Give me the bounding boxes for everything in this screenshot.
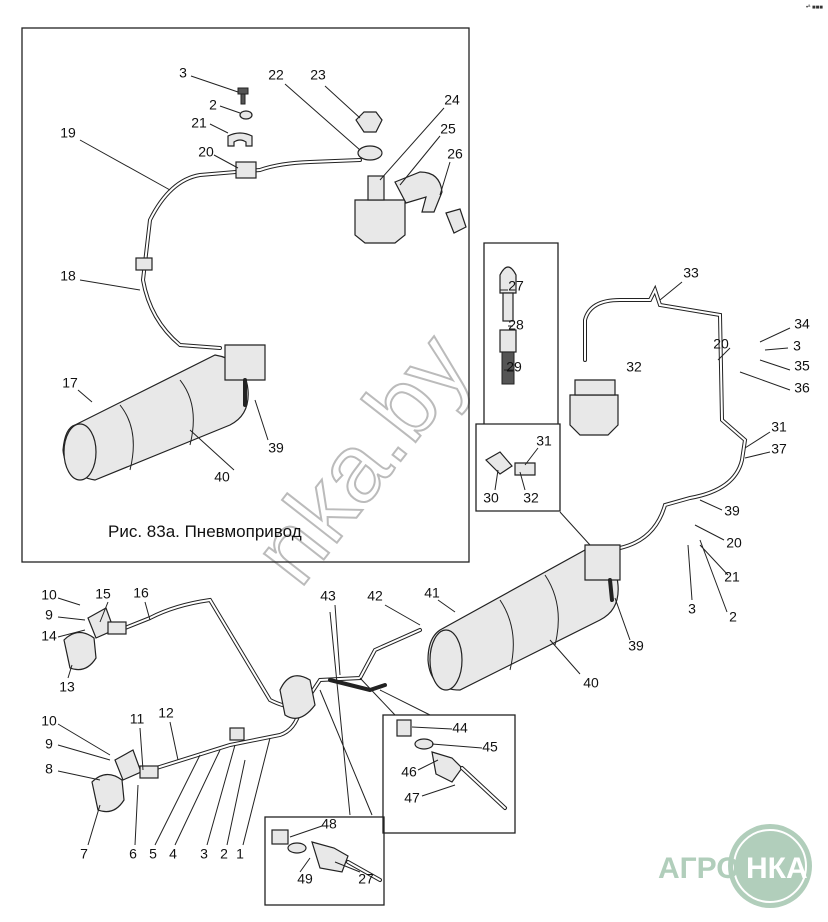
logo-text-right: НКА	[746, 852, 808, 885]
part-label: 47	[404, 790, 420, 806]
part-label: 12	[158, 705, 174, 721]
part-label: 39	[268, 440, 284, 456]
part-label: 13	[59, 679, 75, 695]
part-label: 37	[771, 441, 787, 457]
part-label: 46	[401, 764, 417, 780]
part-label: 22	[268, 67, 284, 83]
part-label: 7	[80, 846, 88, 862]
part-label: 17	[62, 375, 78, 391]
part-label: 9	[45, 607, 53, 623]
part-label: 6	[129, 846, 137, 862]
part-label: 41	[424, 585, 440, 601]
detail-frame-valve	[475, 242, 561, 512]
watermark: nka.by	[232, 314, 490, 603]
part-label: 15	[95, 586, 111, 602]
labels-inset-b: 48 49 27	[297, 816, 374, 887]
logo-text-left: АГРО	[658, 852, 740, 885]
part-label: 27	[508, 278, 524, 294]
figure-83a-frame	[21, 27, 470, 563]
labels-bottom: 10 11 12 9 8 7 6 5 4 3 2 1	[41, 705, 244, 862]
part-label: 2	[220, 846, 228, 862]
part-label: 10	[41, 713, 57, 729]
part-label: 48	[321, 816, 337, 832]
valve-top	[354, 171, 467, 244]
inset-44-47-drawing	[396, 719, 507, 810]
part-label: 10	[41, 587, 57, 603]
detail-frame-48-49	[264, 816, 385, 906]
labels-top: 3 2 21 22 23 24 25 26 19 20 18 17 40 39	[60, 65, 463, 485]
part-label: 16	[133, 585, 149, 601]
part-label: 32	[523, 490, 539, 506]
labels-inset-a: 44 45 46 47	[401, 720, 498, 806]
part-label: 3	[200, 846, 208, 862]
part-label: 31	[536, 433, 552, 449]
part-label: 36	[794, 380, 810, 396]
part-label: 1	[236, 846, 244, 862]
part-label: 44	[452, 720, 468, 736]
part-label: 29	[506, 359, 522, 375]
part-label: 21	[724, 569, 740, 585]
figure-caption: Рис. 83а. Пневмопривод	[108, 522, 302, 541]
right-assembly	[427, 284, 748, 691]
labels-middle: 27 28 29 31 30 32 32	[483, 278, 642, 506]
part-label: 33	[683, 265, 699, 281]
top-assembly	[62, 87, 467, 481]
part-label: 43	[320, 588, 336, 604]
leader-lines	[57, 75, 791, 873]
air-tank-top	[62, 354, 249, 481]
part-label: 40	[583, 675, 599, 691]
part-label: 39	[628, 638, 644, 654]
part-label: 8	[45, 761, 53, 777]
part-label: 42	[367, 588, 383, 604]
part-label: 14	[41, 628, 57, 644]
part-label: 34	[794, 316, 810, 332]
part-label: 32	[626, 359, 642, 375]
labels-right: 33 34 3 20 35 36 31 37 39 20 21 3 2 40 3…	[583, 265, 810, 691]
part-label: 27	[358, 871, 374, 887]
part-label: 20	[713, 336, 729, 352]
part-label: 21	[191, 115, 207, 131]
part-label: 11	[130, 711, 145, 727]
part-label: 24	[444, 92, 460, 108]
part-label: 26	[447, 146, 463, 162]
part-label: 31	[771, 419, 787, 435]
part-label: 9	[45, 736, 53, 752]
part-label: 35	[794, 358, 810, 374]
part-label: 3	[793, 338, 801, 354]
part-label: 39	[724, 503, 740, 519]
detail-frame-44-47	[382, 714, 516, 834]
part-label: 3	[179, 65, 187, 81]
part-label: 18	[60, 268, 76, 284]
part-label: 2	[209, 97, 217, 113]
part-label: 4	[169, 846, 177, 862]
part-label: 3	[688, 601, 696, 617]
part-label: 28	[508, 317, 524, 333]
part-label: 2	[729, 609, 737, 625]
corner-mark: •ª ■■■	[806, 4, 823, 11]
inset-48-49-drawing	[271, 829, 382, 882]
part-label: 30	[483, 490, 499, 506]
part-label: 20	[726, 535, 742, 551]
part-label: 19	[60, 125, 76, 141]
part-label: 23	[310, 67, 326, 83]
part-label: 20	[198, 144, 214, 160]
agronka-logo: АГРО НКА	[658, 824, 812, 908]
part-label: 45	[482, 739, 498, 755]
part-label: 40	[214, 469, 230, 485]
labels-bottom-left: 10 9 15 16 14 13 43 42 41	[41, 585, 440, 695]
part-label: 49	[297, 871, 313, 887]
part-label: 25	[440, 121, 456, 137]
part-label: 5	[149, 846, 157, 862]
bottom-pipes	[63, 597, 422, 813]
